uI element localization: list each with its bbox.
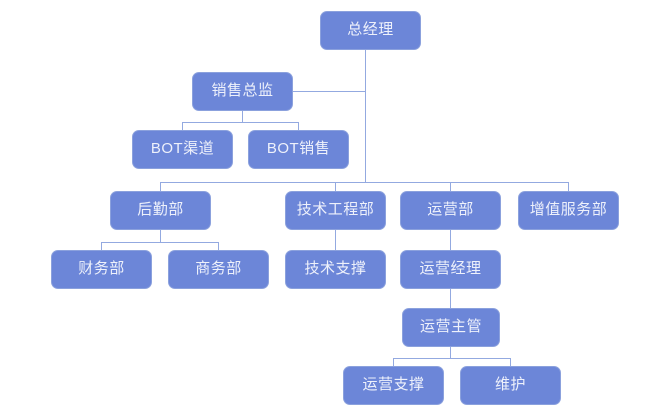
connector-ops-super-bus — [393, 358, 510, 359]
connector-logistics-drop — [160, 182, 161, 191]
node-label: 商务部 — [195, 260, 242, 278]
node-label: 运营支撑 — [362, 376, 425, 394]
node-commerce-department[interactable]: 商务部 — [168, 250, 269, 289]
node-bot-sales[interactable]: BOT销售 — [248, 130, 349, 169]
connector-bot-channel-drop — [182, 122, 183, 130]
node-tech-support[interactable]: 技术支撑 — [285, 250, 386, 289]
node-general-manager[interactable]: 总经理 — [320, 11, 421, 50]
connector-bot-sales-drop — [298, 122, 299, 130]
node-label: 销售总监 — [211, 82, 274, 100]
node-label: 运营主管 — [419, 318, 482, 336]
connector-operations-to-manager — [450, 230, 451, 250]
connector-maintenance-drop — [510, 358, 511, 366]
node-finance-department[interactable]: 财务部 — [51, 250, 152, 289]
connector-gm-trunk — [365, 50, 366, 182]
connector-logistics-bus — [101, 242, 219, 243]
connector-tech-eng-to-support — [335, 230, 336, 250]
node-label: 技术工程部 — [296, 201, 375, 219]
node-label: BOT渠道 — [150, 140, 215, 158]
connector-ops-super-down — [450, 347, 451, 358]
node-value-added-service-department[interactable]: 增值服务部 — [518, 191, 619, 230]
connector-sales-director-down — [242, 110, 243, 122]
node-operations-supervisor[interactable]: 运营主管 — [402, 308, 500, 347]
node-label: 运营经理 — [419, 260, 482, 278]
node-tech-engineering-department[interactable]: 技术工程部 — [285, 191, 386, 230]
node-operations-support[interactable]: 运营支撑 — [343, 366, 444, 405]
connector-tech-eng-drop — [335, 182, 336, 191]
connector-finance-drop — [101, 242, 102, 250]
connector-ops-support-drop — [393, 358, 394, 366]
node-bot-channel[interactable]: BOT渠道 — [132, 130, 233, 169]
connector-commerce-drop — [218, 242, 219, 250]
node-operations-department[interactable]: 运营部 — [400, 191, 501, 230]
connector-gm-to-sales-director — [292, 91, 366, 92]
connector-operations-drop — [450, 182, 451, 191]
node-label: 后勤部 — [137, 201, 184, 219]
node-label: 技术支撑 — [304, 260, 367, 278]
connector-value-added-drop — [568, 182, 569, 191]
connector-logistics-down — [160, 230, 161, 242]
node-label: 财务部 — [78, 260, 125, 278]
node-operations-manager[interactable]: 运营经理 — [400, 250, 501, 289]
node-sales-director[interactable]: 销售总监 — [192, 72, 293, 111]
node-label: 运营部 — [427, 201, 474, 219]
node-logistics-department[interactable]: 后勤部 — [110, 191, 211, 230]
connector-bot-bus — [182, 122, 299, 123]
node-maintenance[interactable]: 维护 — [460, 366, 561, 405]
node-label: BOT销售 — [266, 140, 331, 158]
node-label: 维护 — [494, 376, 526, 394]
node-label: 总经理 — [347, 21, 394, 39]
connector-level4-bus — [160, 182, 569, 183]
node-label: 增值服务部 — [529, 201, 608, 219]
connector-ops-manager-to-super — [450, 289, 451, 308]
